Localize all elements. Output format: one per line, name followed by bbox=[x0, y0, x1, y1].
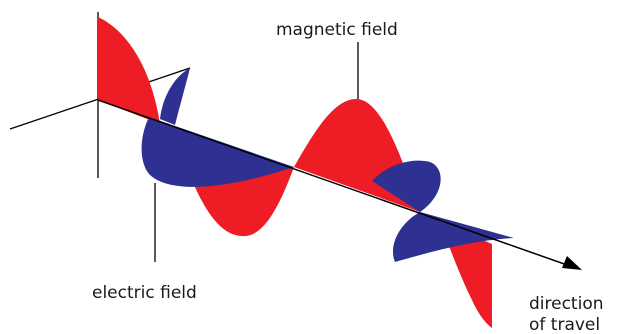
direction-label-line2: of travel bbox=[529, 315, 600, 334]
magnetic-field-label: magnetic field bbox=[276, 20, 398, 40]
red-lobe-1 bbox=[98, 17, 160, 124]
arrow-head-icon bbox=[562, 256, 582, 270]
electric-field-label: electric field bbox=[92, 283, 197, 303]
direction-label-line1: direction bbox=[529, 294, 604, 314]
